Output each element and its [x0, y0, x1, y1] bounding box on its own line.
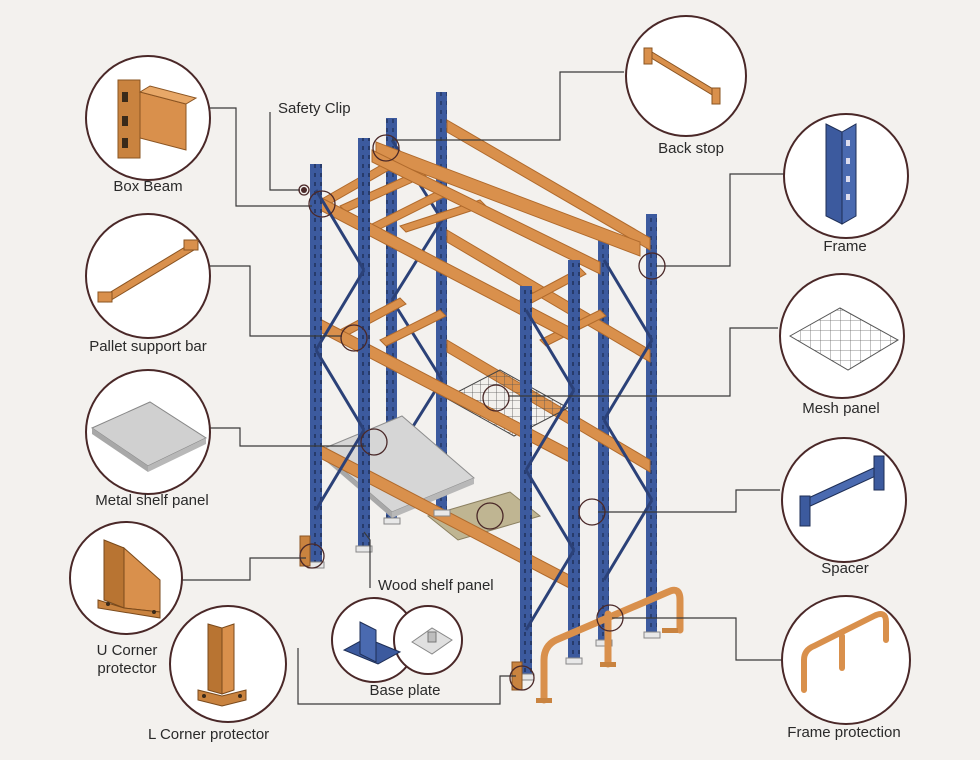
detail-mesh-panel [779, 273, 905, 399]
label-box-beam: Box Beam [113, 178, 183, 195]
label-frame: Frame [823, 238, 867, 255]
box-beam-icon [117, 79, 198, 159]
detail-l-corner-protector [169, 605, 287, 723]
u-corner-protector-icon [97, 539, 161, 619]
rack-frame-protection-feet [536, 628, 678, 703]
mesh-panel-icon [788, 307, 900, 371]
label-base-plate: Base plate [369, 682, 441, 699]
label-u-corner-protector-2: protector [97, 660, 157, 677]
label-frame-protection: Frame protection [787, 724, 901, 741]
l-corner-protector-icon [197, 623, 247, 707]
safety-clip-icon [301, 187, 307, 193]
label-spacer: Spacer [821, 560, 869, 577]
label-mesh-panel: Mesh panel [802, 400, 880, 417]
callout-circles [298, 134, 666, 691]
leader-lines [182, 71, 784, 705]
detail-base-plate [331, 597, 463, 683]
label-l-corner-protector: L Corner protector [148, 726, 270, 743]
detail-box-beam [85, 55, 211, 181]
rack-frame-protection [540, 586, 684, 704]
detail-u-corner-protector [69, 521, 183, 635]
front-bracing [314, 189, 576, 631]
detail-frame [783, 113, 909, 239]
back-beams [446, 119, 651, 473]
detail-pallet-support-bar [85, 213, 211, 339]
spacer-icon [799, 455, 885, 527]
top-back-beam [375, 141, 641, 257]
label-wood-shelf-panel: Wood shelf panel [378, 577, 494, 594]
label-back-stop: Back stop [658, 140, 724, 157]
detail-frame-protection [781, 595, 911, 725]
back-stop-icon [643, 47, 721, 105]
front-beams [317, 149, 601, 592]
detail-back-stop [625, 15, 747, 137]
cross-members [319, 159, 607, 347]
label-pallet-support-bar: Pallet support bar [89, 338, 207, 355]
base-plate-icon [342, 621, 453, 665]
label-u-corner-protector-1: U Corner [96, 642, 158, 659]
detail-spacer [781, 437, 907, 563]
metal-shelf-panel-icon [90, 401, 208, 472]
rack-base-plates [307, 509, 661, 681]
pallet-support-bar-icon [97, 239, 199, 303]
label-safety-clip: Safety Clip [278, 100, 351, 117]
frame-icon [825, 123, 857, 225]
label-metal-shelf-panel: Metal shelf panel [95, 492, 209, 509]
frame-protection-icon [801, 611, 889, 693]
detail-metal-shelf-panel [85, 369, 211, 495]
